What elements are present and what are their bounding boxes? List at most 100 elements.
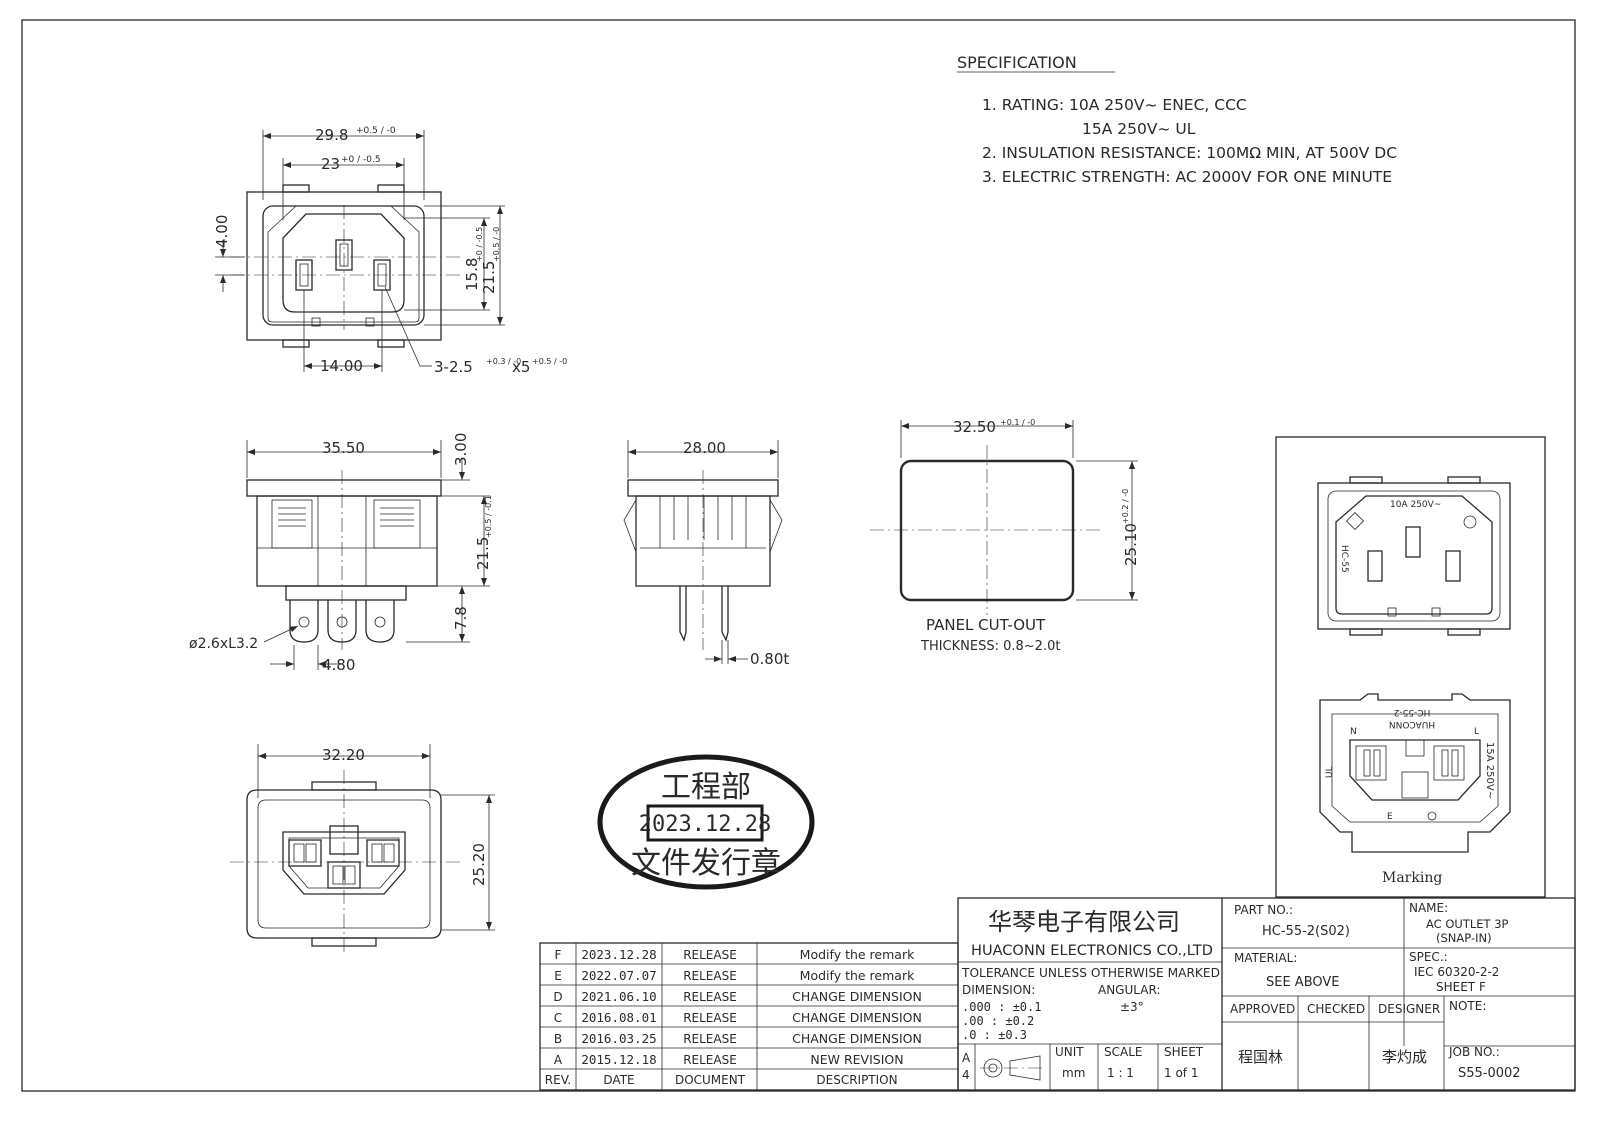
dim-28: 28.00 (683, 439, 726, 457)
side-view (246, 440, 490, 670)
spec-heading: SPECIFICATION (957, 53, 1077, 72)
revision-cell: 2016.08.01 (581, 1010, 656, 1025)
company-name-en: HUACONN ELECTRONICS CO.,LTD (971, 943, 1213, 959)
unit-value: mm (1062, 1066, 1085, 1080)
dim-25-1-tol: +0.2 / -0 (1121, 489, 1130, 524)
angular-label: ANGULAR: (1098, 983, 1160, 997)
revision-cell: F (555, 948, 562, 962)
company-name-cn: 华琴电子有限公司 (988, 908, 1180, 936)
revision-cell: RELEASE (683, 1053, 737, 1067)
scale-value: 1 : 1 (1107, 1066, 1134, 1080)
dim-4: 4.00 (213, 215, 231, 248)
note-label: NOTE: (1449, 999, 1486, 1013)
dim-29-8: 29.8 (315, 126, 348, 144)
revision-cell: 2015.12.18 (581, 1052, 656, 1067)
designer-label: DESIGNER (1378, 1002, 1440, 1016)
approved-name: 程国林 (1238, 1048, 1283, 1066)
spec-line-2: 2. INSULATION RESISTANCE: 100MΩ MIN, AT … (982, 144, 1397, 162)
dim-holes-x: x5 (512, 358, 530, 376)
revision-cell: RELEASE (683, 990, 737, 1004)
revision-cell: Modify the remark (800, 947, 915, 962)
end-view-dimensions: 28.00 0.80t (683, 439, 789, 668)
revision-cell: RELEASE (683, 969, 737, 983)
sheet-label: SHEET (1164, 1045, 1204, 1059)
dim-holes: 3-2.5 (434, 358, 473, 376)
dim-7-8: 7.8 (452, 606, 470, 630)
dim-23: 23 (321, 155, 340, 173)
revision-cell: 2023.12.28 (581, 947, 656, 962)
front-model-marking: HC-55 (1339, 545, 1349, 573)
spec-label: SPEC.: (1409, 950, 1448, 964)
approved-label: APPROVED (1230, 1002, 1295, 1016)
tolerance-title: TOLERANCE UNLESS OTHERWISE MARKED (961, 966, 1220, 980)
spec-line-2-value: SHEET F (1436, 980, 1486, 994)
revision-cell: B (554, 1032, 562, 1046)
dim-29-8-tol: +0.5 / -0 (356, 126, 396, 136)
name-label: NAME: (1409, 901, 1448, 915)
panel-cutout-label: PANEL CUT-OUT (926, 616, 1046, 634)
rear-rating-marking: 15A 250V~ (1484, 742, 1495, 799)
spec-line-1-value: IEC 60320-2-2 (1414, 965, 1499, 979)
dim-15-8-tol: +0 / -0.5 (475, 227, 484, 262)
tolerance-row-3: .0 : ±0.3 (962, 1028, 1027, 1042)
size-4: 4 (962, 1068, 970, 1082)
front-rating-marking: 10A 250V~ (1390, 500, 1441, 510)
dim-21-5-tol: +0.5 / -0 (492, 227, 501, 262)
revision-cell: CHANGE DIMENSION (792, 989, 922, 1004)
size-a: A (962, 1051, 971, 1065)
angular-value: ±3° (1120, 1000, 1144, 1014)
revision-cell: C (554, 1011, 562, 1025)
dim-0-8t: 0.80t (750, 650, 789, 668)
job-no-label: JOB NO.: (1448, 1045, 1500, 1059)
revision-header: DATE (603, 1073, 634, 1087)
title-block (957, 897, 1576, 1091)
dim-21-5b-tol: +0.5 / -0.1 (484, 495, 493, 538)
dim-32-5-tol: +0.1 / -0 (1000, 418, 1035, 427)
marking-panel: 10A 250V~ HC-55 HUACONN HC-55-2 15A 250V… (1275, 436, 1546, 898)
stamp-bottom: 文件发行章 (631, 846, 781, 881)
revision-header: DESCRIPTION (816, 1073, 897, 1087)
revision-header: DOCUMENT (675, 1073, 746, 1087)
stamp-top: 工程部 (661, 770, 751, 805)
revision-cell: RELEASE (683, 1011, 737, 1025)
tolerance-row-1: .000 : ±0.1 (962, 1000, 1041, 1014)
dim-25-1: 25.10 (1122, 523, 1140, 566)
revision-cell: NEW REVISION (810, 1052, 903, 1067)
dim-holes-tol2: +0.5 / -0 (532, 357, 567, 366)
dimension-label: DIMENSION: (962, 983, 1035, 997)
dim-holes-tol1: +0.3 / -0 (486, 357, 521, 366)
revision-cell: RELEASE (683, 948, 737, 962)
spec-line-3: 3. ELECTRIC STRENGTH: AC 2000V FOR ONE M… (982, 168, 1392, 186)
dim-25-2: 25.20 (470, 843, 488, 886)
dim-32-2: 32.20 (322, 746, 365, 764)
unit-label: UNIT (1055, 1045, 1084, 1059)
front-view-dimensions: 29.8 +0.5 / -0 23 +0 / -0.5 4.00 15.8 +0… (213, 126, 567, 376)
pin-n-label: N (1350, 727, 1357, 737)
front-view (215, 130, 505, 372)
material-label: MATERIAL: (1234, 951, 1297, 965)
revision-cell: 2021.06.10 (581, 989, 656, 1004)
material-value: SEE ABOVE (1266, 975, 1340, 990)
revision-cell: CHANGE DIMENSION (792, 1031, 922, 1046)
dim-35-5: 35.50 (322, 439, 365, 457)
revision-cell: RELEASE (683, 1032, 737, 1046)
drawing-border (21, 19, 1576, 1092)
end-view (623, 440, 783, 664)
checked-label: CHECKED (1307, 1002, 1365, 1016)
marking-caption: Marking (1382, 870, 1442, 886)
dim-32-5: 32.50 (953, 418, 996, 436)
scale-label: SCALE (1104, 1045, 1142, 1059)
title-block-text: 华琴电子有限公司 HUACONN ELECTRONICS CO.,LTD TOL… (961, 901, 1521, 1082)
ul-logo-icon: UL (1325, 766, 1335, 778)
dim-hole: ø2.6xL3.2 (189, 636, 258, 652)
revision-header: REV. (545, 1073, 571, 1087)
rear-view: 32.20 25.20 (230, 744, 495, 956)
revision-cell: Modify the remark (800, 968, 915, 983)
side-view-dimensions: 35.50 3.00 21.5 +0.5 / -0.1 7.8 ø2.6xL3.… (189, 433, 493, 674)
panel-cutout-view: 32.50 +0.1 / -0 25.10 +0.2 / -0 PANEL CU… (870, 418, 1140, 654)
dim-3: 3.00 (452, 433, 470, 466)
part-no-value: HC-55-2(S02) (1262, 924, 1350, 939)
rear-model-marking: HC-55-2 (1394, 707, 1431, 717)
